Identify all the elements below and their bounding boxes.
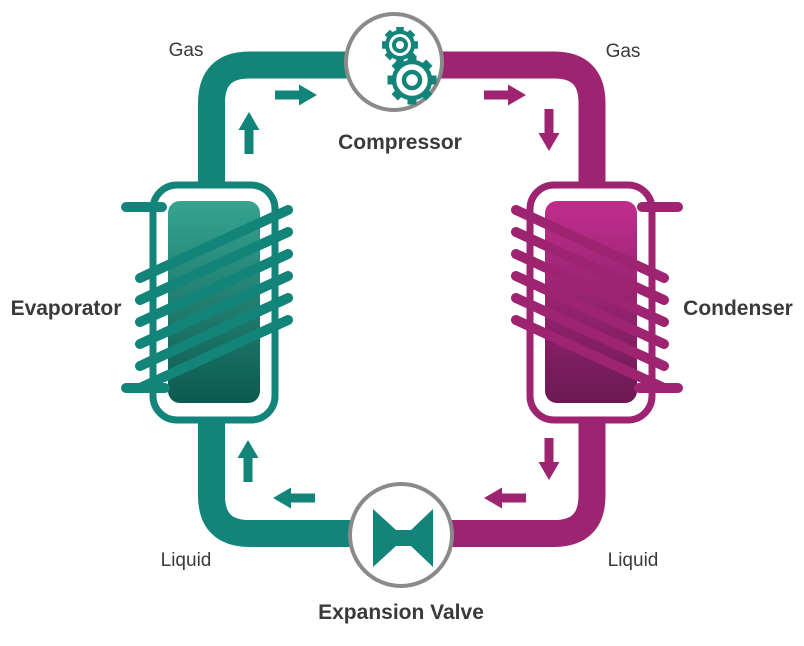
evaporator-coil bbox=[121, 202, 293, 393]
flow-arrow-left-lower-up bbox=[237, 440, 259, 482]
expansion-valve-node bbox=[348, 482, 454, 588]
compressor-node bbox=[344, 12, 444, 112]
flow-arrow-left-upper-up bbox=[238, 112, 260, 154]
state-label-liquid-left: Liquid bbox=[160, 550, 212, 571]
flow-arrow-top-left-right bbox=[275, 84, 317, 106]
condenser-coil bbox=[511, 202, 683, 393]
valve-icon bbox=[373, 509, 433, 567]
evaporator-label: Evaporator bbox=[10, 297, 122, 320]
state-label-gas-right: Gas bbox=[605, 41, 641, 62]
flow-arrow-bottom-right-left bbox=[484, 487, 526, 509]
state-label-liquid-right: Liquid bbox=[607, 550, 659, 571]
flow-arrow-top-right-right bbox=[484, 84, 526, 106]
state-label-gas-left: Gas bbox=[168, 40, 204, 61]
gears-icon bbox=[382, 27, 437, 105]
expansion-valve-label: Expansion Valve bbox=[318, 601, 484, 624]
compressor-label: Compressor bbox=[338, 131, 462, 154]
condenser-vessel bbox=[511, 181, 683, 424]
flow-arrow-bottom-left-left bbox=[273, 487, 315, 509]
flow-arrow-right-upper-down bbox=[538, 109, 560, 151]
evaporator-vessel bbox=[121, 181, 293, 424]
condenser-label: Condenser bbox=[683, 297, 793, 320]
flow-arrow-right-lower-down bbox=[538, 438, 560, 480]
